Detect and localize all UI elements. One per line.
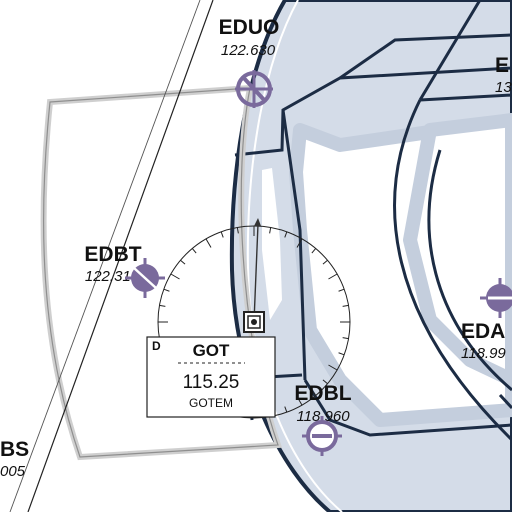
airfield-eduo[interactable]: EDUO 122.630 bbox=[219, 16, 280, 108]
compass-tick bbox=[269, 227, 272, 234]
airfield-icon bbox=[302, 416, 342, 456]
airfield-id: EDUO bbox=[219, 16, 280, 39]
zone-boundary bbox=[40, 84, 283, 461]
navaid-ident: GOT bbox=[193, 341, 230, 360]
airfield-edbt[interactable]: EDBT 122.315 bbox=[84, 243, 165, 298]
navaid-frequency: 115.25 bbox=[183, 372, 240, 393]
airfield-icon bbox=[480, 278, 512, 318]
compass-tick bbox=[236, 227, 239, 234]
compass-tick bbox=[163, 288, 170, 292]
airfield-icon bbox=[125, 258, 165, 298]
compass-tick bbox=[159, 304, 166, 307]
compass-tick bbox=[322, 379, 328, 385]
compass-tick bbox=[342, 304, 349, 307]
compass-tick bbox=[311, 248, 317, 254]
airfield-e-partial[interactable]: E 13 bbox=[495, 54, 512, 96]
radial-line bbox=[253, 223, 259, 323]
compass-tick bbox=[180, 259, 186, 265]
north-arrow-icon bbox=[254, 218, 261, 226]
airfield-frequency: 118.99 bbox=[461, 345, 506, 362]
airfield-frequency: 005 bbox=[0, 463, 26, 480]
compass-tick bbox=[296, 238, 303, 248]
compass-tick bbox=[205, 238, 212, 248]
compass-tick bbox=[328, 364, 338, 371]
airfield-eda[interactable]: EDA 118.99 bbox=[461, 278, 512, 362]
airfield-frequency: 13 bbox=[495, 79, 512, 96]
compass-tick bbox=[338, 352, 345, 356]
closed-airfield-icon bbox=[235, 70, 273, 108]
controlled-airspace bbox=[229, 0, 512, 512]
compass-tick bbox=[284, 231, 288, 238]
compass-tick bbox=[296, 396, 303, 406]
airfield-frequency: 122.315 bbox=[85, 268, 140, 285]
airfield-id: EDBL bbox=[294, 382, 351, 405]
compass-tick bbox=[220, 231, 224, 238]
route-lines bbox=[9, 0, 214, 512]
compass-tick bbox=[322, 259, 328, 265]
vor-dme-icon[interactable] bbox=[243, 311, 265, 333]
navaid-info-box[interactable]: D GOT 115.25 GOTEM bbox=[146, 336, 276, 418]
airfield-bs-partial[interactable]: BS 005 bbox=[0, 438, 29, 480]
airfield-edbl[interactable]: EDBL 118.960 bbox=[294, 382, 352, 456]
compass-tick bbox=[170, 273, 180, 280]
airfield-id: BS bbox=[0, 438, 29, 461]
compass-tick bbox=[191, 248, 197, 254]
compass-tick bbox=[338, 288, 345, 292]
compass-tick bbox=[284, 406, 288, 413]
compass-tick bbox=[328, 273, 338, 280]
navaid-name: GOTEM bbox=[189, 396, 233, 410]
compass-tick bbox=[311, 390, 317, 396]
navaid-class: D bbox=[152, 339, 161, 353]
compass-tick bbox=[342, 337, 349, 340]
airfield-id: E bbox=[495, 54, 509, 77]
airfield-id: EDBT bbox=[84, 243, 141, 266]
airfield-id: EDA bbox=[461, 320, 505, 343]
airfield-frequency: 122.630 bbox=[221, 42, 276, 59]
